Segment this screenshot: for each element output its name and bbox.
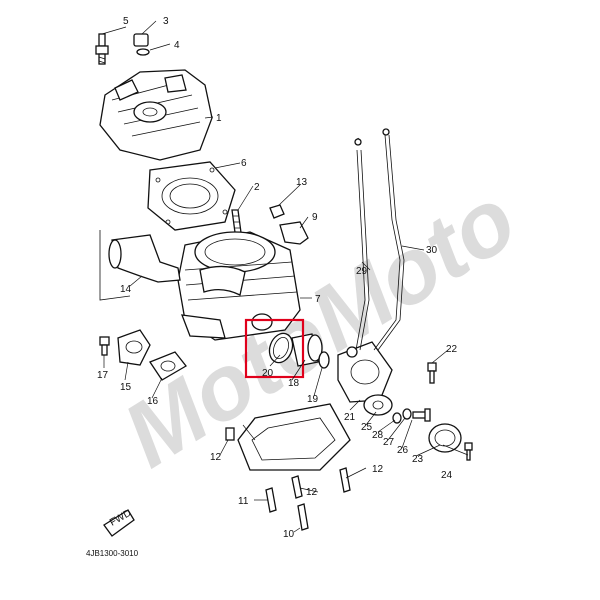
nut-14 bbox=[269, 204, 285, 219]
cylinder-block bbox=[177, 231, 301, 341]
exhaust-flange bbox=[251, 313, 273, 331]
callout-19: 18 bbox=[288, 378, 300, 389]
stud-12a bbox=[291, 475, 303, 499]
stud-13 bbox=[225, 427, 235, 441]
callout-30: 29 bbox=[356, 266, 368, 277]
callout-10: 10 bbox=[283, 529, 295, 540]
callout-15: 14 bbox=[120, 284, 132, 295]
callout-12a: 12 bbox=[372, 464, 384, 475]
callout-2: 2 bbox=[254, 182, 260, 193]
callout-7: 7 bbox=[315, 294, 321, 305]
head-nut bbox=[133, 33, 149, 47]
head-gasket bbox=[147, 161, 236, 231]
intake-duct bbox=[99, 230, 181, 301]
bolt-23 bbox=[427, 362, 437, 384]
callout-6: 6 bbox=[241, 158, 247, 169]
valve-pulley bbox=[363, 394, 393, 416]
bolt-18 bbox=[99, 336, 110, 356]
bolt-27 bbox=[412, 408, 431, 422]
callout-24: 23 bbox=[412, 454, 424, 465]
callout-27: 26 bbox=[397, 445, 409, 456]
washer-28 bbox=[402, 408, 412, 420]
callout-12b: 12 bbox=[306, 487, 318, 498]
leader-lines bbox=[101, 20, 469, 533]
callout-14: 13 bbox=[296, 177, 308, 188]
callout-29: 28 bbox=[372, 430, 384, 441]
drawing-code: 4JB1300-3010 bbox=[86, 549, 139, 558]
cable-30 bbox=[354, 137, 370, 351]
callout-25: 24 bbox=[441, 470, 453, 481]
callout-28: 27 bbox=[383, 437, 395, 448]
screw-25 bbox=[464, 442, 473, 461]
cylinder-head bbox=[99, 69, 213, 161]
callout-18: 17 bbox=[97, 370, 109, 381]
callout-16: 15 bbox=[120, 382, 132, 393]
callout-1: 1 bbox=[216, 113, 222, 124]
seal-20 bbox=[318, 351, 330, 369]
spark-plug bbox=[95, 33, 109, 65]
valve-cover bbox=[428, 423, 462, 453]
callout-23: 22 bbox=[446, 344, 458, 355]
callout-13: 12 bbox=[210, 452, 222, 463]
fwd-arrow: FWD bbox=[103, 508, 135, 537]
callout-17: 16 bbox=[147, 396, 159, 407]
callout-5: 5 bbox=[123, 16, 129, 27]
washer bbox=[136, 48, 150, 56]
thermostat-housing bbox=[117, 329, 151, 366]
cable-31 bbox=[373, 128, 405, 351]
callout-4: 4 bbox=[174, 40, 180, 51]
callout-21: 20 bbox=[262, 368, 274, 379]
bracket bbox=[279, 221, 309, 245]
callout-22: 21 bbox=[344, 412, 356, 423]
callout-26: 25 bbox=[361, 422, 373, 433]
stud-11 bbox=[265, 487, 277, 513]
base-gasket bbox=[237, 403, 351, 471]
callouts: 5 3 4 1 6 2 13 9 7 14 17 15 16 20 18 19 … bbox=[97, 16, 458, 540]
washer-29 bbox=[392, 412, 402, 424]
callout-11: 11 bbox=[238, 496, 249, 507]
callout-31: 30 bbox=[426, 245, 438, 256]
gasket-17 bbox=[149, 351, 187, 381]
callout-20: 19 bbox=[307, 394, 319, 405]
callout-9: 9 bbox=[312, 212, 318, 223]
highlight-box bbox=[244, 318, 305, 379]
exhaust-joint bbox=[291, 333, 323, 367]
stud-10 bbox=[297, 503, 309, 531]
callout-3: 3 bbox=[163, 16, 169, 27]
stud-12b bbox=[339, 467, 351, 493]
